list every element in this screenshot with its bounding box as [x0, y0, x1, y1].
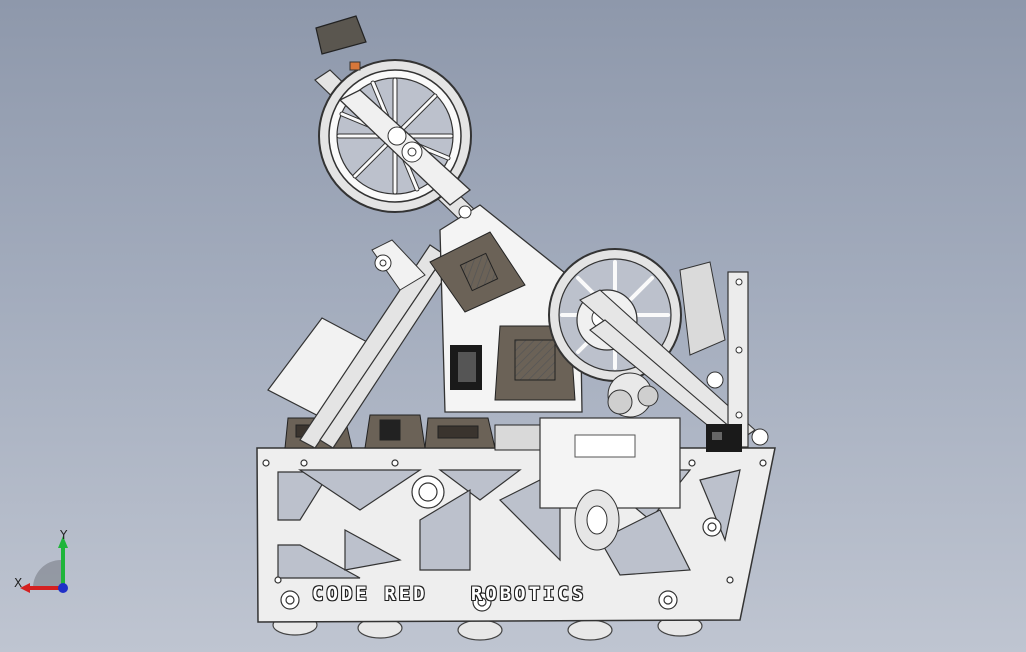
battery-box — [539, 417, 681, 551]
frame-logo-text: CODE RED ROBOTICS — [312, 583, 586, 605]
top-sensor — [315, 15, 367, 71]
triad-x-label: X — [14, 576, 23, 590]
left-bracket — [371, 239, 426, 291]
frame-logo-word-2: ROBOTICS — [470, 583, 587, 605]
frame-logo-word-1: CODE RED — [312, 583, 428, 605]
triad-y-label: Y — [60, 528, 68, 542]
upper-wheel — [318, 59, 472, 219]
triad-graphic — [20, 536, 68, 593]
vertical-post — [706, 271, 769, 452]
coordinate-triad-icon: Y X — [8, 528, 78, 600]
